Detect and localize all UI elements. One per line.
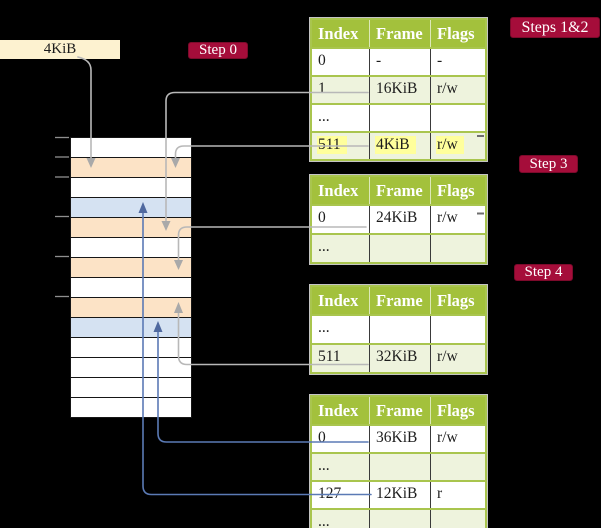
cell-frame — [370, 454, 431, 480]
memory-frame-row-white — [71, 397, 191, 417]
page-table-step-4-lower: Index Frame Flags 0 36KiB r/w ... 127 12… — [310, 395, 487, 528]
col-header-index: Index — [312, 287, 370, 314]
col-header-frame: Frame — [370, 287, 431, 314]
cell-index: 511 — [312, 345, 370, 372]
cell-frame — [370, 105, 431, 131]
memory-frame-row-white — [71, 337, 191, 357]
cell-frame — [370, 316, 431, 343]
cell-frame: 4KiB — [370, 133, 431, 159]
table-row: 0 36KiB r/w — [312, 424, 485, 452]
cell-flags: r/w — [437, 348, 458, 365]
cell-frame: 12KiB — [370, 482, 431, 508]
memory-frame-row-blue — [71, 197, 191, 217]
cell-flags — [431, 105, 481, 131]
memory-frame-row-white — [71, 377, 191, 397]
cell-frame: 16KiB — [370, 77, 431, 103]
cell-frame: 32KiB — [370, 345, 431, 372]
page-table-steps-1-2: Index Frame Flags 0 - - 1 16KiB r/w ... … — [310, 18, 487, 161]
table-row: ... — [312, 103, 485, 131]
cell-flags: r — [437, 485, 443, 502]
memory-tick-marks — [55, 136, 69, 298]
cell-index: 1 — [312, 77, 370, 103]
memory-frame-row-white — [71, 357, 191, 377]
memory-frame-row-orange — [71, 257, 191, 277]
cell-frame — [370, 510, 431, 528]
table-row: ... — [312, 314, 485, 343]
cell-flags: - — [437, 52, 443, 69]
cell-index: ... — [312, 454, 370, 480]
cell-flags: r/w — [437, 80, 458, 97]
memory-frame-row-white — [71, 138, 191, 157]
cell-index: ... — [312, 316, 370, 343]
frame-size-label: 4KiB — [0, 40, 120, 59]
badge-step-0: Step 0 — [188, 42, 248, 59]
col-header-flags: Flags — [437, 291, 475, 310]
cell-flags — [431, 235, 481, 262]
col-header-frame: Frame — [370, 20, 431, 47]
cell-index: 0 — [312, 206, 370, 233]
badge-step-3: Step 3 — [519, 155, 578, 173]
col-header-frame: Frame — [370, 177, 431, 204]
table-header-row: Index Frame Flags — [312, 287, 485, 314]
cell-flags: r/w — [437, 209, 458, 226]
table-row: 0 24KiB r/w — [312, 204, 485, 233]
memory-frame-row-white — [71, 277, 191, 297]
col-header-flags: Flags — [437, 181, 475, 200]
col-header-index: Index — [312, 397, 370, 424]
cell-index: 0 — [312, 426, 370, 452]
col-header-index: Index — [312, 20, 370, 47]
cell-flags: r/w — [437, 429, 458, 446]
col-header-index: Index — [312, 177, 370, 204]
table-row: ... — [312, 508, 485, 528]
cell-flags: r/w — [431, 133, 481, 159]
cell-index: ... — [312, 105, 370, 131]
table-row: 1 16KiB r/w — [312, 75, 485, 103]
memory-frame-row-orange — [71, 217, 191, 237]
cell-frame: 24KiB — [370, 206, 431, 233]
page-table-step-4-upper: Index Frame Flags ... 511 32KiB r/w — [310, 285, 487, 374]
cell-index: 127 — [312, 482, 370, 508]
page-table-step-3: Index Frame Flags 0 24KiB r/w ... — [310, 175, 487, 264]
cell-flags — [431, 454, 481, 480]
table-header-row: Index Frame Flags — [312, 397, 485, 424]
table-row-highlighted: 511 4KiB r/w — [312, 131, 485, 159]
col-header-flags: Flags — [437, 401, 475, 420]
cell-frame — [370, 235, 431, 262]
table-header-row: Index Frame Flags — [312, 20, 485, 47]
table-row: 0 - - — [312, 47, 485, 75]
memory-frame-row-white — [71, 177, 191, 197]
col-header-flags: Flags — [437, 24, 475, 43]
memory-frame-row-orange — [71, 157, 191, 177]
table-row: 127 12KiB r — [312, 480, 485, 508]
cell-index: 511 — [312, 133, 370, 159]
cell-index: ... — [312, 510, 370, 528]
memory-frame-row-white — [71, 237, 191, 257]
table-header-row: Index Frame Flags — [312, 177, 485, 204]
cell-index: ... — [312, 235, 370, 262]
cell-frame: - — [370, 49, 431, 75]
memory-frame-row-orange — [71, 297, 191, 317]
cell-frame: 36KiB — [370, 426, 431, 452]
cell-flags — [431, 510, 481, 528]
badge-steps-1-2: Steps 1&2 — [510, 17, 600, 38]
badge-step-4: Step 4 — [514, 264, 573, 281]
col-header-frame: Frame — [370, 397, 431, 424]
memory-frame-row-blue — [71, 317, 191, 337]
table-row: ... — [312, 452, 485, 480]
cell-index: 0 — [312, 49, 370, 75]
cell-flags — [431, 316, 481, 343]
table-row: 511 32KiB r/w — [312, 343, 485, 372]
memory-frames — [70, 137, 192, 418]
table-row: ... — [312, 233, 485, 262]
